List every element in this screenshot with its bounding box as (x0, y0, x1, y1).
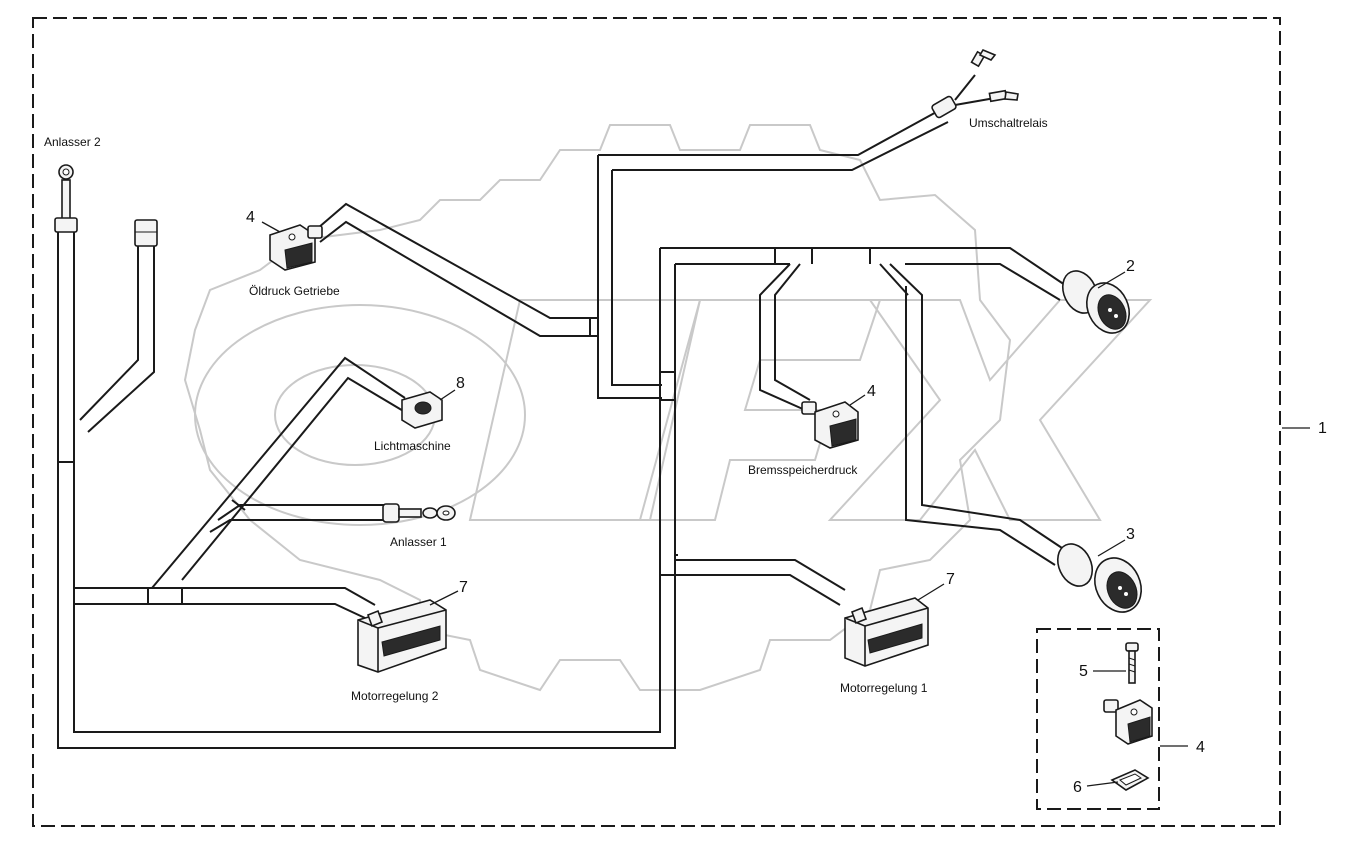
watermark-logo (183, 124, 1153, 692)
label-lichtmaschine: Lichtmaschine (374, 439, 451, 453)
harness-wires (57, 74, 1066, 749)
callout-2: 2 (1126, 258, 1135, 275)
callout-6: 6 (1073, 779, 1082, 796)
callout-3: 3 (1126, 526, 1135, 543)
round-connector-3 (1056, 543, 1142, 613)
callout-1: 1 (1318, 420, 1327, 437)
anlasser1-terminal (382, 503, 456, 523)
assembly-frame (32, 17, 1281, 827)
leader-lines (261, 221, 1310, 787)
kit-gasket-6 (1110, 769, 1150, 791)
cable-sleeve-stub (134, 219, 158, 247)
kit-screw-5 (1125, 642, 1139, 684)
callout-7-left: 7 (459, 579, 468, 596)
kit-connector-4 (1103, 699, 1153, 745)
bremsspeicher-connector (801, 401, 859, 449)
label-bremsspeicherdruck: Bremsspeicherdruck (748, 463, 858, 477)
callout-7-right: 7 (946, 571, 955, 588)
kit-frame (1036, 628, 1160, 810)
label-umschaltrelais: Umschaltrelais (969, 116, 1048, 130)
oeldruck-connector (269, 224, 323, 271)
motorregelung2-connector (357, 599, 447, 673)
callout-4-oeldruck: 4 (246, 209, 255, 226)
label-motorregelung2: Motorregelung 2 (351, 689, 439, 703)
label-anlasser1: Anlasser 1 (390, 535, 447, 549)
callout-4-kit: 4 (1196, 739, 1205, 756)
label-motorregelung1: Motorregelung 1 (840, 681, 928, 695)
callout-4-bremsspeicher: 4 (867, 383, 876, 400)
umschaltrelais-component (931, 48, 1019, 119)
callout-8: 8 (456, 375, 465, 392)
anlasser2-terminal (54, 164, 78, 233)
lichtmaschine-connector (401, 391, 443, 429)
label-oeldruck-getriebe: Öldruck Getriebe (249, 284, 340, 298)
callout-5: 5 (1079, 663, 1088, 680)
round-connector-2 (1061, 270, 1130, 334)
label-anlasser2: Anlasser 2 (44, 135, 101, 149)
motorregelung1-connector (844, 597, 929, 667)
